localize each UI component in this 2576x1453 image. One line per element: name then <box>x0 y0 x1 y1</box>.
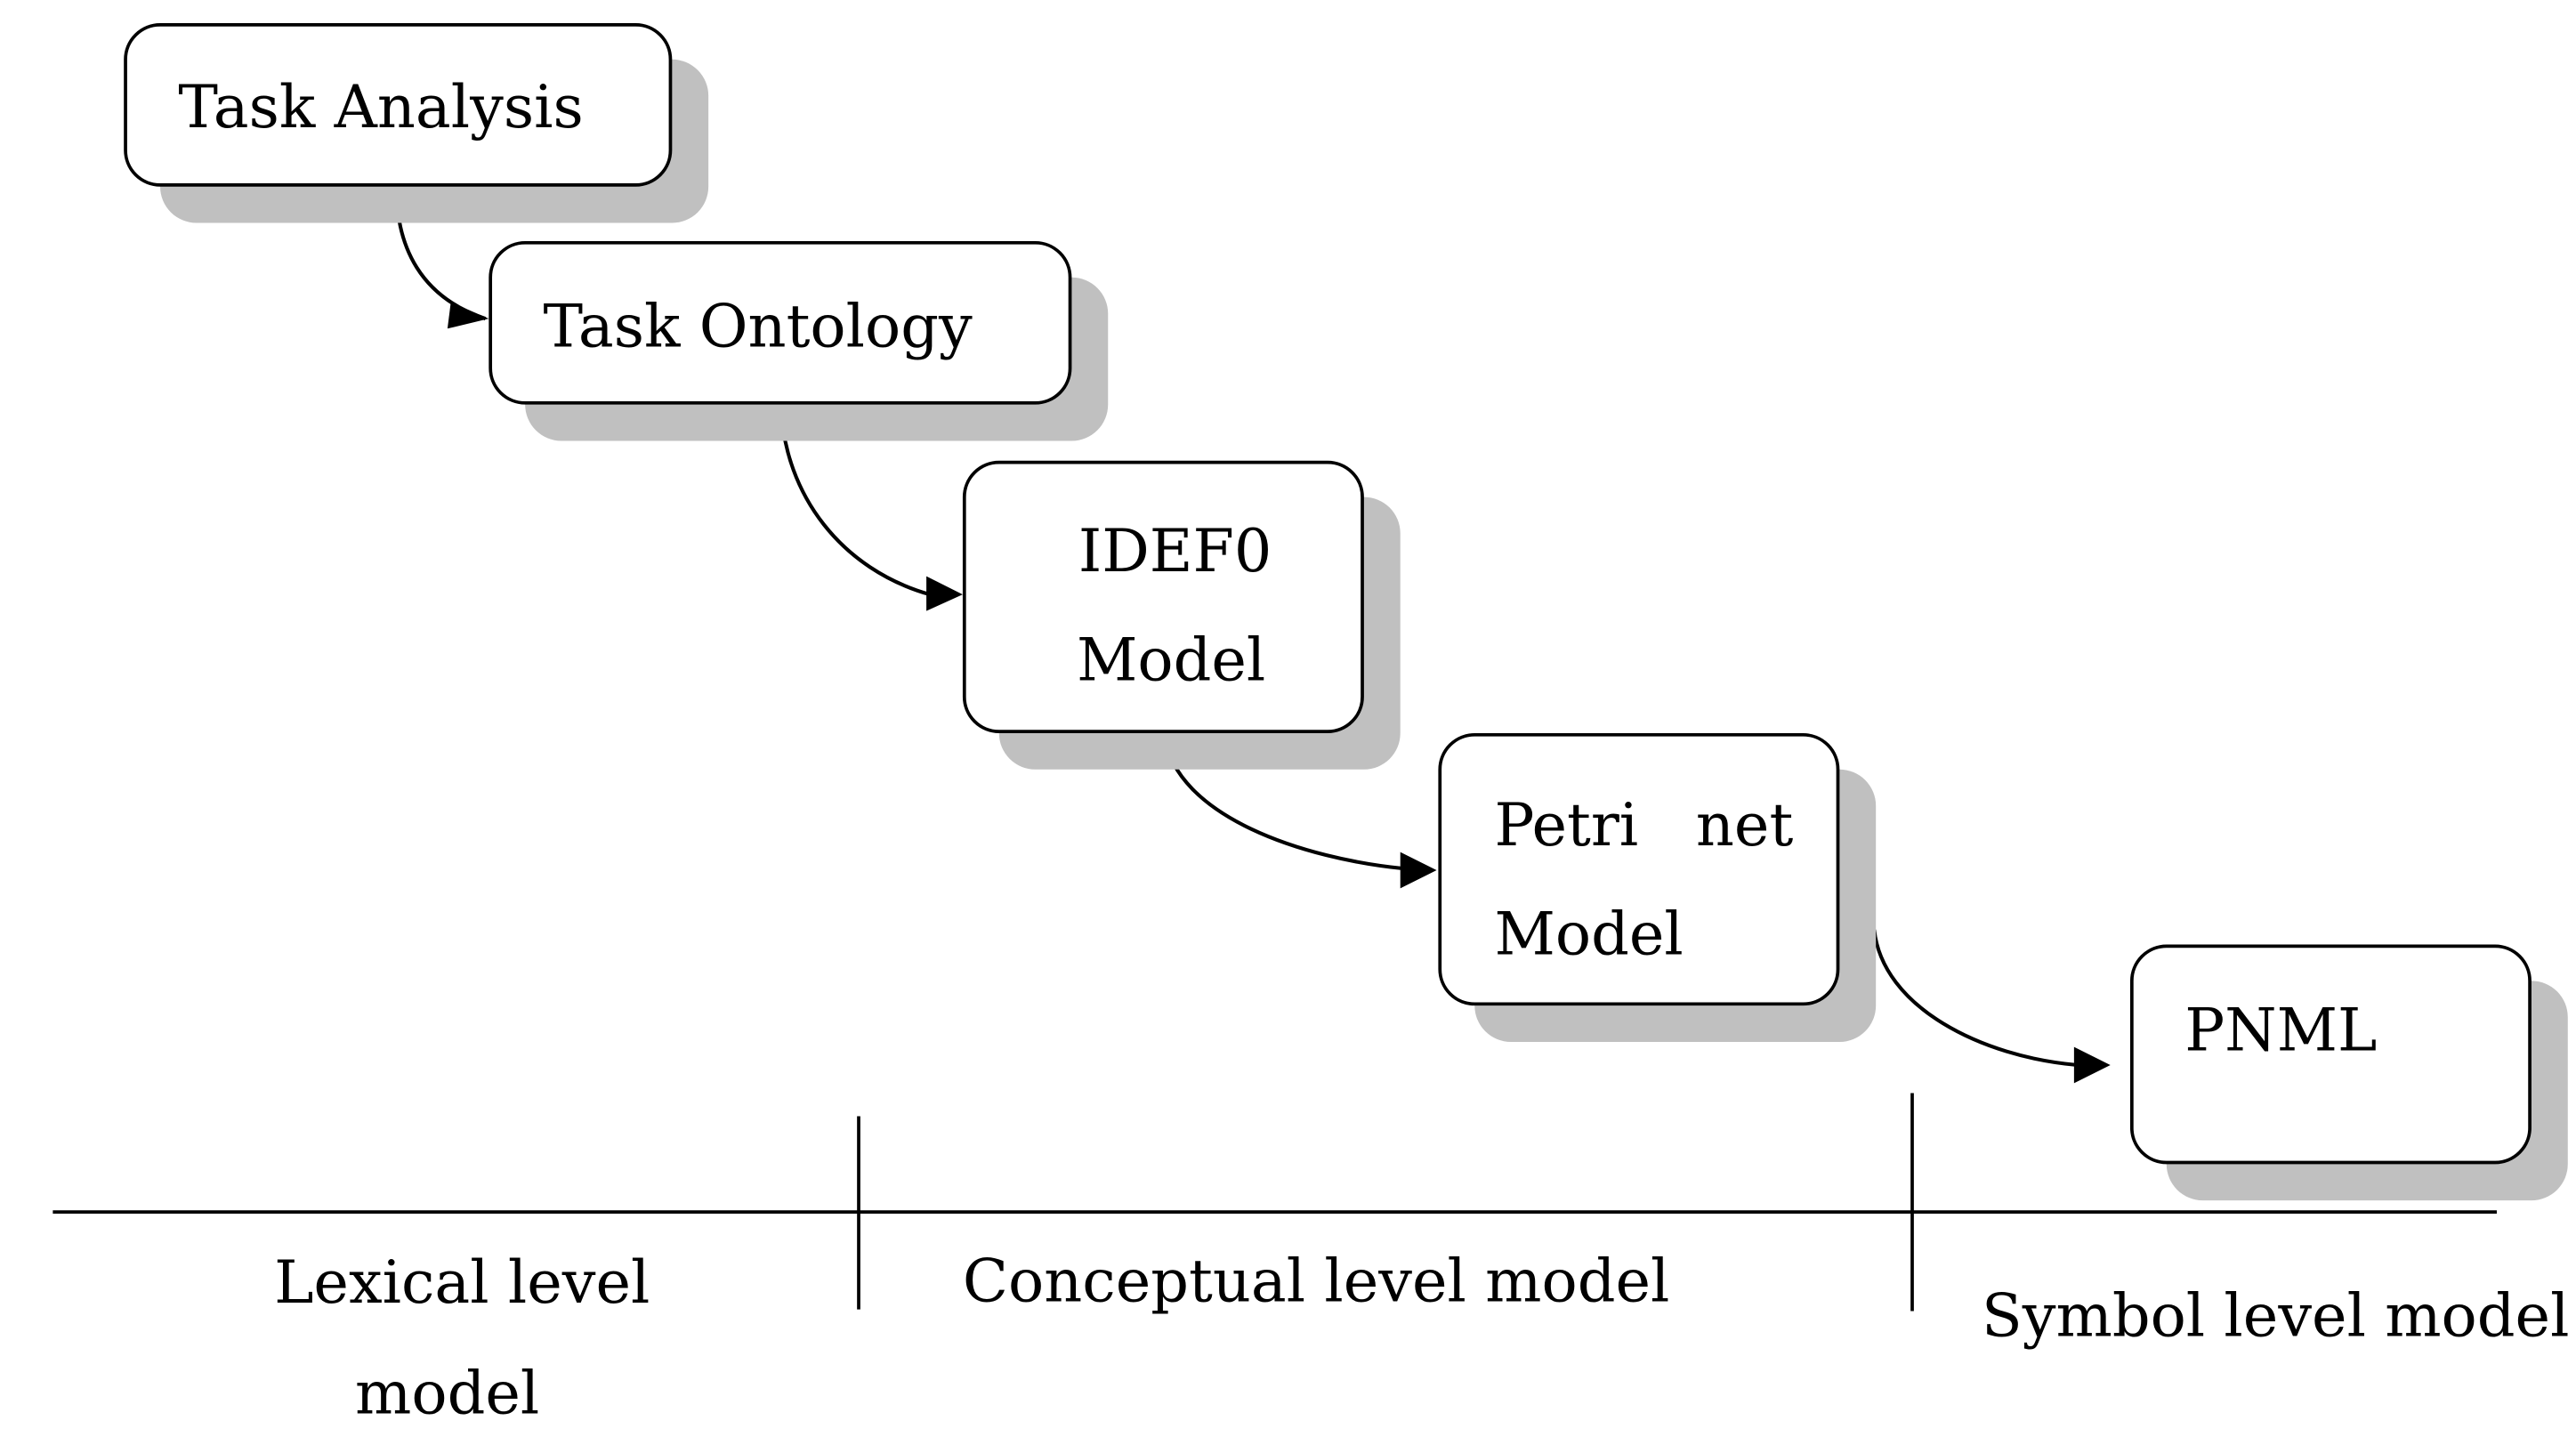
node-box <box>962 460 1364 733</box>
node-label: Task Ontology <box>543 294 973 362</box>
arrowhead-task-ontology <box>447 302 489 329</box>
node-box <box>1438 732 1840 1006</box>
arrow-petri-net-to-pnml <box>1872 929 2078 1068</box>
node-label-word-2: net <box>1695 792 1794 860</box>
level-label-symbol: Symbol level model <box>1981 1282 2570 1352</box>
level-label-lexical-line-2: model <box>354 1360 540 1429</box>
node-box <box>124 22 673 187</box>
arrowhead-idef0 <box>926 576 963 611</box>
node-label: Task Analysis <box>178 74 584 142</box>
level-label-lexical-line-1: Lexical level <box>274 1249 650 1318</box>
node-label: PNML <box>2184 997 2378 1065</box>
node-box <box>2129 944 2532 1165</box>
node-label-line-2: Model <box>1494 901 1684 970</box>
level-label-conceptual: Conceptual level model <box>962 1247 1670 1317</box>
node-box <box>489 240 1072 405</box>
node-label-word-1: Petri <box>1494 792 1639 860</box>
arrowhead-pnml <box>2073 1046 2111 1084</box>
node-label-line-1: IDEF0 <box>1078 518 1272 586</box>
arrowhead-petri-net <box>1400 852 1437 889</box>
node-label-line-2: Model <box>1076 627 1266 696</box>
